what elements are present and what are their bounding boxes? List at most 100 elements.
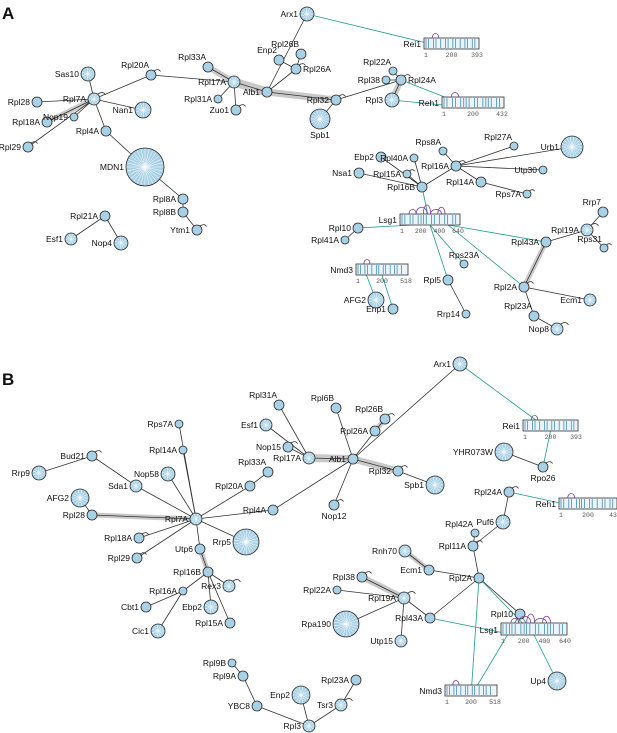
panel-b-node-rpl38[interactable] bbox=[356, 571, 372, 583]
panel-a-node-enp1[interactable] bbox=[387, 303, 399, 315]
panel-a-node-rpl28[interactable] bbox=[31, 96, 43, 108]
panel-a-node-rpl8a[interactable] bbox=[177, 193, 189, 205]
panel-a-node-nan1[interactable] bbox=[134, 101, 152, 119]
panel-b-node-rpl29[interactable] bbox=[131, 552, 147, 564]
panel-a-node-esf1[interactable] bbox=[64, 232, 78, 246]
panel-a-protein-rei1[interactable] bbox=[423, 33, 480, 50]
panel-a-node-circle-rpl32[interactable] bbox=[330, 94, 342, 106]
panel-b-node-circle-rpl6b[interactable] bbox=[330, 402, 342, 414]
panel-b-node-circle-ecm1[interactable] bbox=[423, 564, 435, 576]
panel-b-node-rpl26a[interactable] bbox=[369, 425, 381, 437]
panel-a-node-circle-rrp7[interactable] bbox=[597, 206, 609, 218]
panel-a-node-circle-nsa1[interactable] bbox=[353, 167, 365, 179]
panel-a-node-rpl2a[interactable] bbox=[518, 281, 534, 293]
panel-b-node-circle-rpl23a[interactable] bbox=[350, 674, 362, 686]
panel-a-node-circle-rps8a[interactable] bbox=[438, 146, 448, 156]
panel-a-node-nop19[interactable] bbox=[69, 112, 79, 122]
panel-b-node-circle-ybc8[interactable] bbox=[251, 700, 263, 712]
panel-a-node-rpl26a[interactable] bbox=[290, 63, 306, 75]
panel-b-node-ecm1[interactable] bbox=[423, 564, 435, 576]
panel-a-node-rpl17a[interactable] bbox=[227, 75, 241, 89]
panel-a-node-circle-rpl15a[interactable] bbox=[402, 169, 412, 179]
panel-b-node-circle-rpl31a[interactable] bbox=[273, 399, 285, 411]
panel-a-node-afg2[interactable] bbox=[367, 291, 385, 309]
panel-a-node-circle-rps31[interactable] bbox=[599, 243, 609, 253]
panel-a-node-circle-enp2[interactable] bbox=[273, 54, 285, 66]
panel-b-node-ebp2[interactable] bbox=[203, 599, 219, 615]
panel-b-node-circle-rpl32[interactable] bbox=[392, 465, 404, 477]
panel-b-protein-lsg1[interactable] bbox=[500, 613, 568, 636]
panel-b-node-rpl24a[interactable] bbox=[503, 486, 519, 498]
panel-b-node-puf6[interactable] bbox=[495, 514, 511, 530]
panel-b-node-rpl7a[interactable] bbox=[189, 512, 203, 526]
panel-a-node-nop8[interactable] bbox=[550, 322, 569, 336]
panel-a-node-rpl26b[interactable] bbox=[295, 48, 307, 60]
panel-a-node-rpl14a[interactable] bbox=[475, 176, 487, 188]
panel-a-node-rps8a[interactable] bbox=[438, 146, 448, 156]
panel-b-node-circle-rpl9a[interactable] bbox=[237, 670, 249, 682]
panel-a-node-circle-rpl10[interactable] bbox=[352, 222, 364, 234]
panel-b-node-rpl23a[interactable] bbox=[350, 674, 362, 686]
panel-b-node-rpo26[interactable] bbox=[537, 461, 553, 473]
panel-b-node-circle-rpl11a[interactable] bbox=[467, 540, 479, 552]
panel-b-node-circle-rpl28[interactable] bbox=[86, 509, 98, 521]
panel-b-node-sda1[interactable] bbox=[129, 479, 143, 493]
panel-b-node-rpl15a[interactable] bbox=[224, 617, 236, 629]
panel-a-node-circle-rpl5[interactable] bbox=[442, 274, 454, 286]
panel-b-node-circle-cbt1[interactable] bbox=[140, 601, 152, 613]
panel-a-node-rpl20a[interactable] bbox=[145, 69, 161, 81]
panel-b-node-rnh70[interactable] bbox=[398, 544, 412, 558]
panel-b-node-rpl4a[interactable] bbox=[267, 504, 279, 516]
panel-b-node-circle-rpl29[interactable] bbox=[131, 552, 143, 564]
panel-a-node-circle-rpl16b[interactable] bbox=[416, 181, 428, 193]
panel-b-node-rpa190[interactable] bbox=[332, 610, 360, 638]
panel-b-node-afg2[interactable] bbox=[70, 488, 90, 508]
panel-b-node-ybc8[interactable] bbox=[251, 700, 263, 712]
panel-a-node-rpl32[interactable] bbox=[330, 94, 346, 106]
panel-a-node-nop4[interactable] bbox=[113, 235, 129, 251]
panel-a-node-rpl43a[interactable] bbox=[540, 236, 552, 248]
panel-a-node-circle-rpl41a[interactable] bbox=[340, 235, 350, 245]
panel-b-node-rpl6b[interactable] bbox=[330, 402, 342, 414]
panel-b-node-rpl20a[interactable] bbox=[244, 480, 256, 492]
panel-a-node-zuo1[interactable] bbox=[230, 104, 246, 116]
panel-a-node-alb1[interactable] bbox=[261, 86, 273, 98]
panel-a-protein-bar-rei1[interactable] bbox=[423, 37, 480, 50]
panel-a-node-ebp2[interactable] bbox=[375, 151, 387, 163]
panel-b-protein-reh1[interactable] bbox=[558, 493, 617, 510]
panel-a-node-rpl7a[interactable] bbox=[87, 92, 106, 106]
panel-a-node-circle-rpl8a[interactable] bbox=[177, 193, 189, 205]
panel-a-protein-bar-nmd3[interactable] bbox=[355, 263, 409, 276]
panel-b-node-rpl9b[interactable] bbox=[227, 658, 237, 668]
panel-b-node-rpl26b[interactable] bbox=[379, 413, 395, 425]
panel-b-node-nop12[interactable] bbox=[328, 499, 344, 511]
panel-b-node-rpl2a[interactable] bbox=[473, 572, 485, 584]
panel-b-node-rpl17a[interactable] bbox=[302, 451, 316, 465]
panel-a-node-enp2[interactable] bbox=[273, 54, 285, 66]
panel-b-node-rex3[interactable] bbox=[222, 579, 241, 593]
panel-a-node-circle-rpl28[interactable] bbox=[31, 96, 43, 108]
panel-a-node-rpl4a[interactable] bbox=[100, 125, 112, 137]
panel-b-node-circle-alb1[interactable] bbox=[347, 453, 359, 465]
panel-a-node-circle-rpl24a[interactable] bbox=[395, 74, 407, 86]
panel-a-protein-bar-reh1[interactable] bbox=[441, 96, 505, 109]
panel-a-node-circle-alb1[interactable] bbox=[261, 86, 273, 98]
panel-a-protein-bar-lsg1[interactable] bbox=[399, 213, 461, 226]
panel-b-node-rpl11a[interactable] bbox=[467, 540, 483, 552]
panel-a-node-rpl41a[interactable] bbox=[340, 235, 350, 245]
panel-b-node-nop58[interactable] bbox=[160, 466, 176, 482]
panel-a-node-rpl31a[interactable] bbox=[213, 94, 223, 104]
panel-b-node-rpl16a[interactable] bbox=[178, 586, 188, 596]
panel-b-node-circle-bud21[interactable] bbox=[86, 450, 98, 462]
panel-a-node-rpl27a[interactable] bbox=[509, 141, 519, 151]
panel-a-node-circle-rpl26a[interactable] bbox=[290, 63, 302, 75]
panel-a-node-rpl16b[interactable] bbox=[416, 181, 428, 193]
panel-a-node-rps31[interactable] bbox=[599, 243, 612, 253]
panel-a-node-circle-enp1[interactable] bbox=[387, 303, 399, 315]
panel-b-node-rpl18a[interactable] bbox=[133, 532, 149, 544]
panel-b-node-rpl9a[interactable] bbox=[237, 670, 249, 682]
panel-b-node-rrp9[interactable] bbox=[31, 465, 47, 481]
panel-b-node-circle-rpl26b[interactable] bbox=[379, 413, 391, 425]
panel-b-node-rpl32[interactable] bbox=[392, 465, 408, 477]
panel-b-node-rpl31a[interactable] bbox=[273, 399, 285, 411]
